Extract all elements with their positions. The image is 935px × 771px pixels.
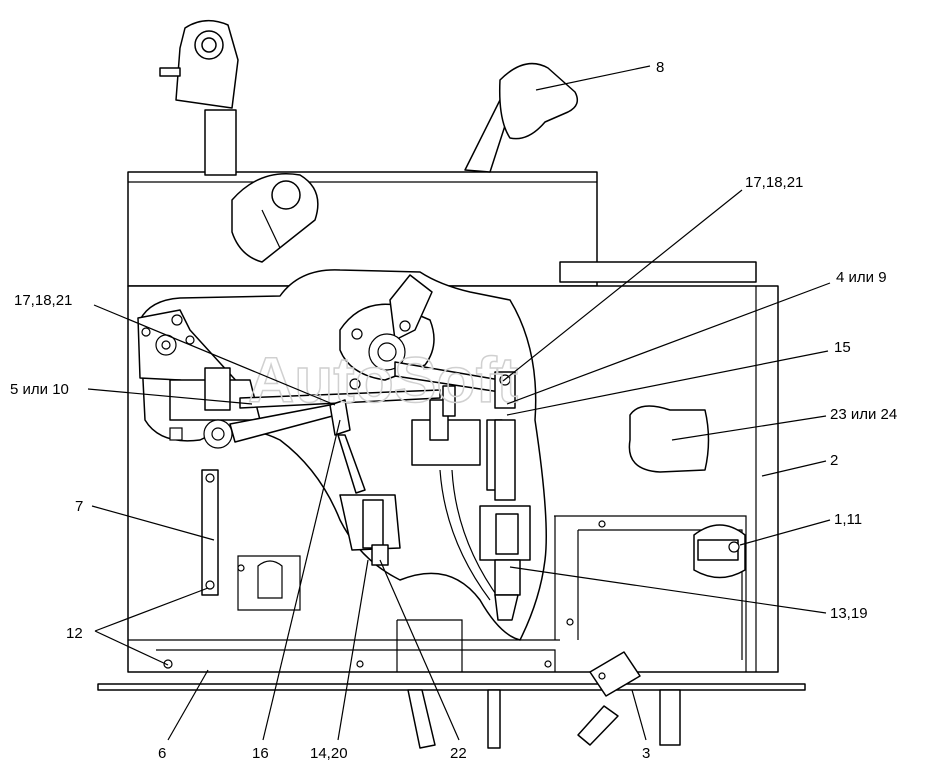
callout-4-or-9: 4 или 9 [836,269,887,286]
cable-assembly-right [411,385,531,621]
callout-14-20: 14,20 [310,745,348,762]
cable-assembly-left [329,399,401,566]
center-cam [339,274,516,409]
watermark: AutoSoft [248,344,518,416]
top-left-lever [159,19,319,263]
callout-1-11: 1,11 [834,511,862,528]
callout-17-18-21-left: 17,18,21 [14,292,72,309]
callout-13-19: 13,19 [830,605,868,622]
callout-6: 6 [158,745,166,762]
lever-8 [464,62,579,173]
callout-labels: 8 17,18,21 17,18,21 4 или 9 5 или 10 15 … [10,59,897,762]
leader-lines [87,65,831,741]
bolts-misc [163,520,606,669]
callout-16: 16 [252,745,269,762]
callout-2: 2 [830,452,838,469]
callout-7: 7 [75,498,83,515]
callout-12: 12 [66,625,83,642]
callout-15: 15 [834,339,851,356]
under-shafts [407,651,681,749]
callout-23-or-24: 23 или 24 [830,406,897,423]
callout-5-or-10: 5 или 10 [10,381,69,398]
upper-housing [127,171,757,287]
callout-17-18-21-top: 17,18,21 [745,174,803,191]
callout-22: 22 [450,745,467,762]
base-plate [97,683,806,691]
link-7 [201,469,219,596]
callout-3: 3 [642,745,650,762]
callout-8: 8 [656,59,664,76]
cutaway-left [139,269,547,641]
window-1-11 [693,524,746,579]
cutout-23 [628,405,710,473]
left-bracket [137,309,441,449]
